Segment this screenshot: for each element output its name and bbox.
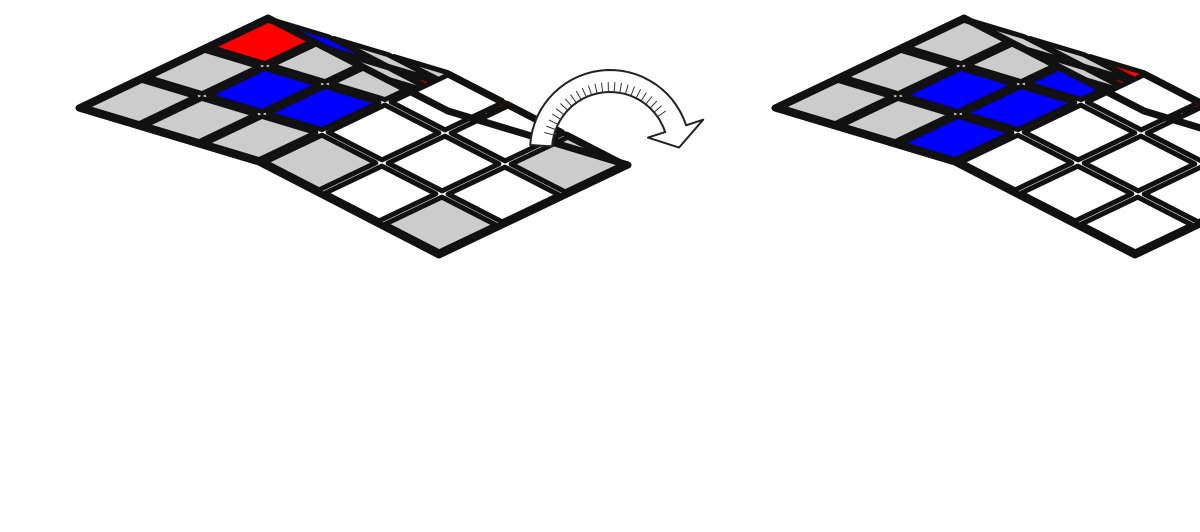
arrow-hatch-line	[657, 110, 666, 118]
arrow-shape	[529, 69, 705, 149]
arrow-hatch-line	[645, 96, 653, 105]
arrow-hatch-line	[649, 100, 658, 109]
arrow-hatch-line	[560, 103, 569, 111]
arrow-hatch-line	[570, 94, 577, 104]
arrow-hatch-line	[548, 119, 559, 125]
cube-after	[771, 14, 1200, 259]
arrow-hatch-line	[594, 83, 598, 94]
arrow-hatch-line	[613, 82, 616, 93]
arrow-hatch-line	[624, 84, 629, 95]
arrow-hatch-line	[601, 82, 604, 93]
left-face-sticker	[205, 65, 322, 115]
bottom-face-sticker	[1081, 133, 1198, 194]
arrow-hatch-line	[575, 90, 582, 100]
arrow-hatch-line	[587, 85, 593, 96]
bottom-face-sticker	[325, 102, 442, 163]
arrow-hatch-line	[544, 132, 555, 136]
left-face-sticker	[961, 83, 1078, 133]
bottom-face-sticker	[385, 133, 502, 194]
arrow-hatch-line	[653, 105, 662, 113]
bottom-face-sticker	[1021, 102, 1138, 163]
arrow-hatch-line	[630, 86, 635, 97]
arrow-hatch-line	[555, 108, 565, 116]
arrow-hatch-line	[640, 92, 647, 102]
left-face-sticker	[265, 83, 382, 133]
left-face-sticker	[901, 65, 1018, 115]
arrow-hatch-line	[546, 125, 556, 131]
arrow-hatch-line	[581, 87, 587, 98]
cube-outline	[75, 14, 632, 259]
curved-rotate-arrow-icon	[529, 69, 705, 149]
cube-outline	[771, 14, 1200, 259]
arrow-hatch-line	[635, 89, 642, 99]
arrow-hatch-line	[619, 82, 622, 93]
arrow-hatch-line	[552, 113, 562, 120]
arrow-hatch-line	[564, 98, 573, 107]
